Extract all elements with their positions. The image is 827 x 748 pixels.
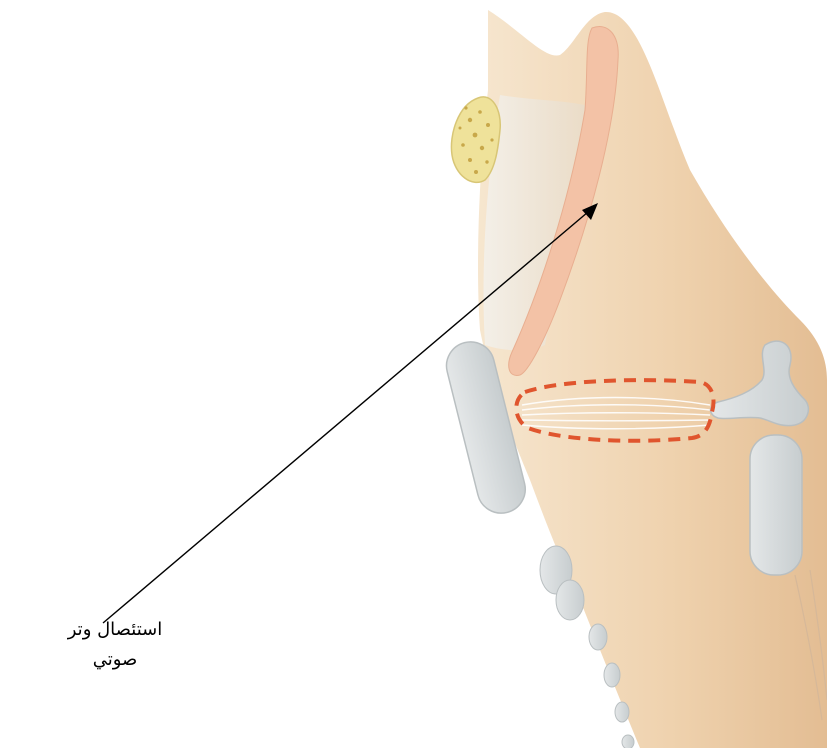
cricoid-lamina <box>750 435 802 575</box>
callout-label-line2: صوتي <box>60 645 170 675</box>
callout-label: استئصال وتر صوتي <box>60 615 170 675</box>
callout-label-line1: استئصال وتر <box>60 615 170 645</box>
